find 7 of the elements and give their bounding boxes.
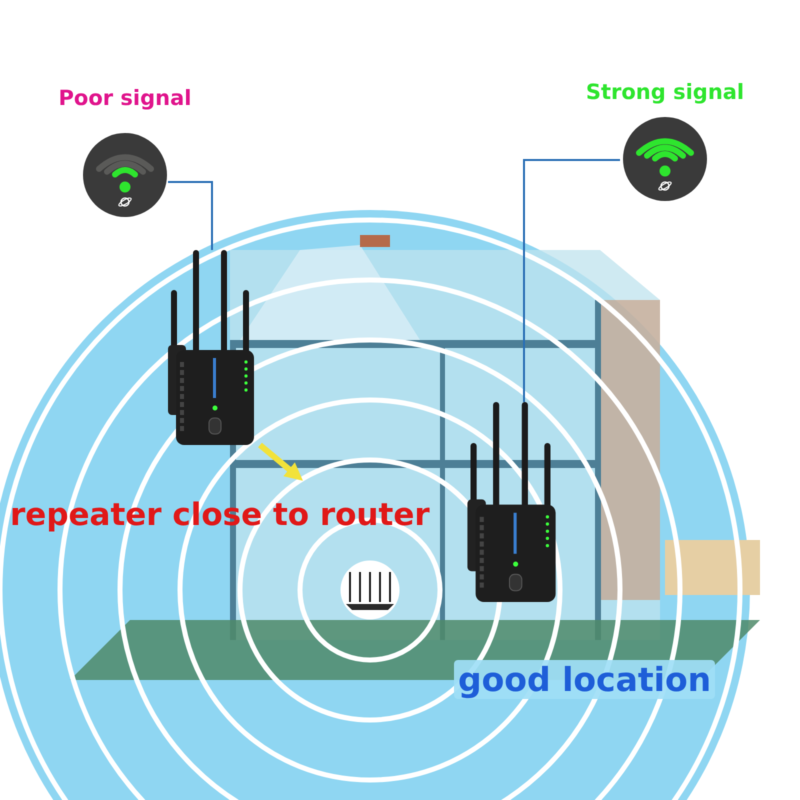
signal-heading: Strong signal [586, 80, 744, 104]
arrow [258, 442, 303, 481]
callout-text: good location [454, 660, 716, 699]
callout-text: repeater close to router [9, 497, 431, 533]
leader-line [523, 159, 620, 402]
signal-heading: Poor signal [58, 86, 192, 110]
leader-line [168, 181, 213, 250]
